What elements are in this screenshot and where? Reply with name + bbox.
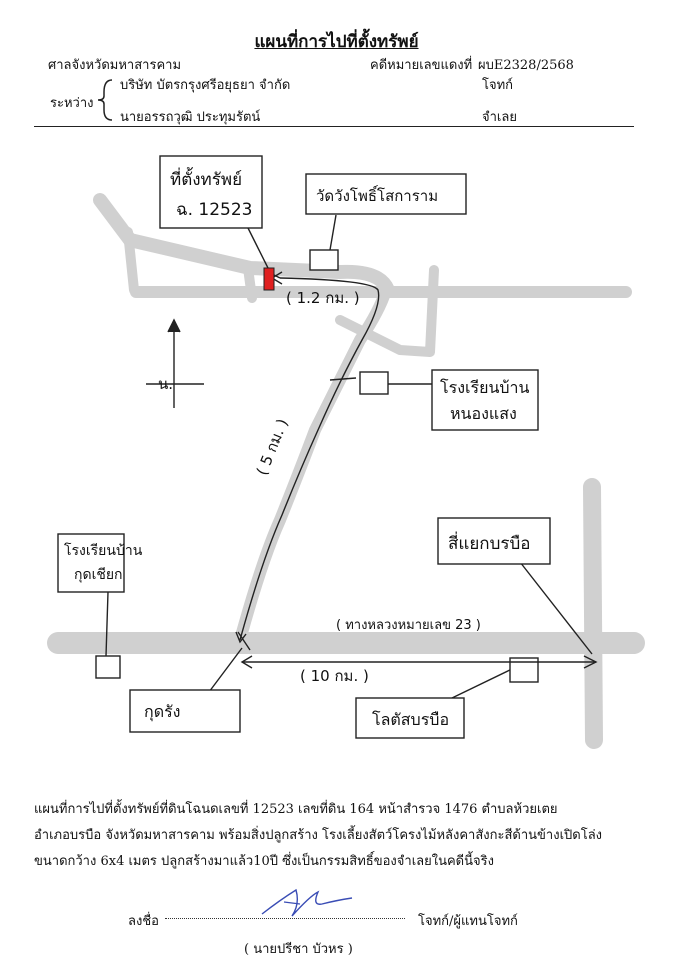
hospital-label: โลตัสบรบือ bbox=[372, 710, 450, 729]
defendant-role: จำเลย bbox=[482, 110, 517, 125]
case-number: ผบE2328/2568 bbox=[478, 58, 574, 73]
distance-junction: ( 10 กม. ) bbox=[300, 667, 369, 685]
between-label: ระหว่าง bbox=[50, 96, 94, 111]
north-marker: น. bbox=[158, 375, 174, 393]
signer-name: ( นายปรีชา บัวหร ) bbox=[244, 942, 353, 957]
school-north-line1: โรงเรียนบ้าน bbox=[440, 378, 530, 397]
header-divider bbox=[34, 126, 634, 127]
property-marker bbox=[263, 267, 275, 291]
court-name: ศาลจังหวัดมหาสารคาม bbox=[48, 58, 182, 73]
kud-rang-label: กุดรัง bbox=[144, 702, 181, 721]
signature-line bbox=[165, 918, 405, 919]
description-line-2: อำเภอบรบือ จังหวัดมหาสารคาม พร้อมสิ่งปลู… bbox=[34, 828, 603, 843]
school-west-line2: กุดเชียก bbox=[74, 567, 123, 583]
junction-label: สี่แยกบรบือ bbox=[448, 534, 531, 554]
highway-label: ( ทางหลวงหมายเลข 23 ) bbox=[336, 618, 481, 633]
case-label: คดีหมายเลขแดงที่ bbox=[370, 58, 473, 73]
property-label: ที่ตั้งทรัพย์ bbox=[170, 170, 243, 190]
signer-role: โจทก์/ผู้แทนโจทก์ bbox=[418, 914, 518, 929]
distance-property: ( 1.2 กม. ) bbox=[286, 289, 360, 307]
plaintiff-role: โจทก์ bbox=[482, 78, 514, 93]
temple-label: วัดวังโพธิ์โสการาม bbox=[316, 187, 439, 205]
defendant-name: นายอรรถวุฒิ ประทุมรัตน์ bbox=[120, 110, 261, 125]
description-line-3: ขนาดกว้าง 6x4 เมตร ปลูกสร้างมาแล้ว10ปี ซ… bbox=[34, 854, 494, 869]
property-deed: ฉ. 12523 bbox=[176, 200, 253, 220]
school-west-line1: โรงเรียนบ้าน bbox=[64, 543, 143, 559]
plaintiff-name: บริษัท บัตรกรุงศรีอยุธยา จำกัด bbox=[120, 78, 291, 93]
school-north-line2: หนองแสง bbox=[450, 404, 517, 423]
document-title: แผนที่การไปที่ตั้งทรัพย์ bbox=[254, 32, 419, 52]
sign-label: ลงชื่อ bbox=[128, 914, 159, 929]
description-line-1: แผนที่การไปที่ตั้งทรัพย์ที่ดินโฉนดเลขที่… bbox=[34, 802, 558, 817]
